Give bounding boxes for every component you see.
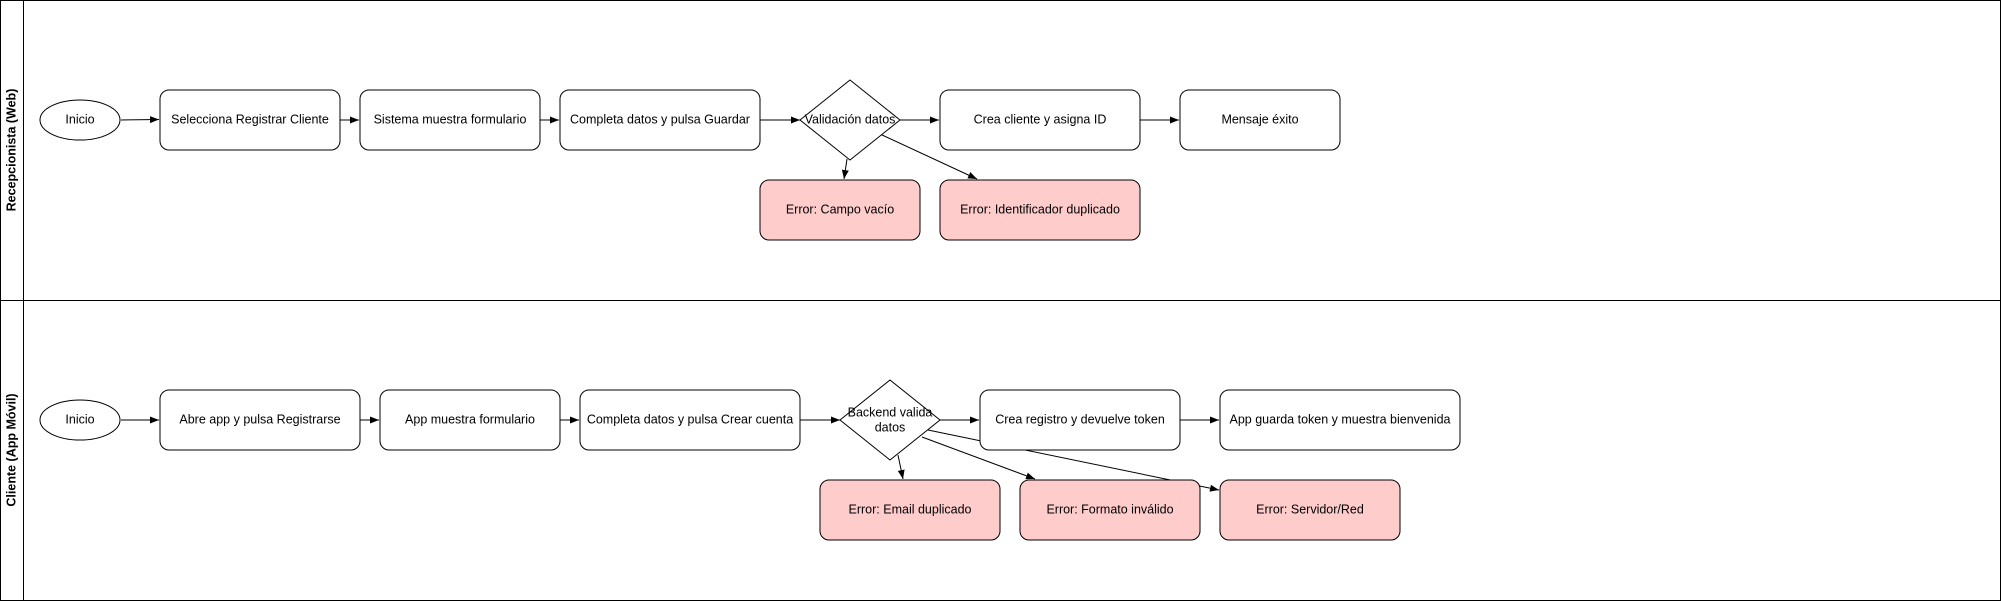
step-label: Mensaje éxito	[1221, 112, 1298, 126]
step-label: Selecciona Registrar Cliente	[171, 112, 329, 126]
decision-label-line2: datos	[875, 420, 906, 434]
error-label: Error: Identificador duplicado	[960, 202, 1120, 216]
step-completa-crear-cuenta: Completa datos y pulsa Crear cuenta	[579, 389, 801, 451]
decision-label: Validación datos	[805, 112, 896, 126]
step-selecciona-registrar: Selecciona Registrar Cliente	[159, 89, 341, 151]
lane-title-cliente: Cliente (App Móvil)	[4, 393, 18, 506]
start-label: Inicio	[65, 112, 94, 126]
error-servidor-red: Error: Servidor/Red	[1219, 479, 1401, 541]
decision-label-line1: Backend valida	[848, 405, 933, 419]
lane-title-recepcionista: Recepcionista (Web)	[4, 89, 18, 212]
error-label: Error: Campo vacío	[786, 202, 894, 216]
step-label: Completa datos y pulsa Guardar	[570, 112, 750, 126]
step-crea-cliente: Crea cliente y asigna ID	[939, 89, 1141, 151]
decision-backend-valida: Backend valida datos	[839, 379, 941, 461]
step-sistema-formulario: Sistema muestra formulario	[359, 89, 541, 151]
step-completa-guardar: Completa datos y pulsa Guardar	[559, 89, 761, 151]
edge-validate-error-empty	[841, 158, 849, 180]
step-label: App muestra formulario	[405, 412, 535, 426]
lane-1-edges	[120, 116, 1179, 180]
step-guarda-token: App guarda token y muestra bienvenida	[1219, 389, 1461, 451]
edge-validate-error-email	[897, 454, 905, 480]
error-label: Error: Email duplicado	[849, 502, 972, 516]
error-label: Error: Servidor/Red	[1256, 502, 1364, 516]
step-app-formulario: App muestra formulario	[379, 389, 561, 451]
step-mensaje-exito: Mensaje éxito	[1179, 89, 1341, 151]
error-label: Error: Formato inválido	[1046, 502, 1173, 516]
error-formato-invalido: Error: Formato inválido	[1019, 479, 1201, 541]
step-label: Abre app y pulsa Registrarse	[179, 412, 340, 426]
error-email-duplicado: Error: Email duplicado	[819, 479, 1001, 541]
error-campo-vacio: Error: Campo vacío	[759, 179, 921, 241]
edge-start-select	[120, 116, 160, 124]
start-node-recepcionista: Inicio	[39, 99, 121, 141]
decision-validacion: Validación datos	[799, 79, 901, 161]
step-crea-registro: Crea registro y devuelve token	[979, 389, 1181, 451]
step-label: Sistema muestra formulario	[374, 112, 527, 126]
step-label: Completa datos y pulsa Crear cuenta	[587, 412, 793, 426]
start-label: Inicio	[65, 412, 94, 426]
step-label: Crea cliente y asigna ID	[974, 112, 1107, 126]
error-identificador-duplicado: Error: Identificador duplicado	[939, 179, 1141, 241]
start-node-cliente: Inicio	[39, 399, 121, 441]
edge-validate-error-format	[921, 436, 1036, 480]
edge-validate-error-dup	[879, 133, 978, 180]
step-abre-app: Abre app y pulsa Registrarse	[159, 389, 361, 451]
step-label: Crea registro y devuelve token	[995, 412, 1165, 426]
step-label: App guarda token y muestra bienvenida	[1230, 412, 1451, 426]
